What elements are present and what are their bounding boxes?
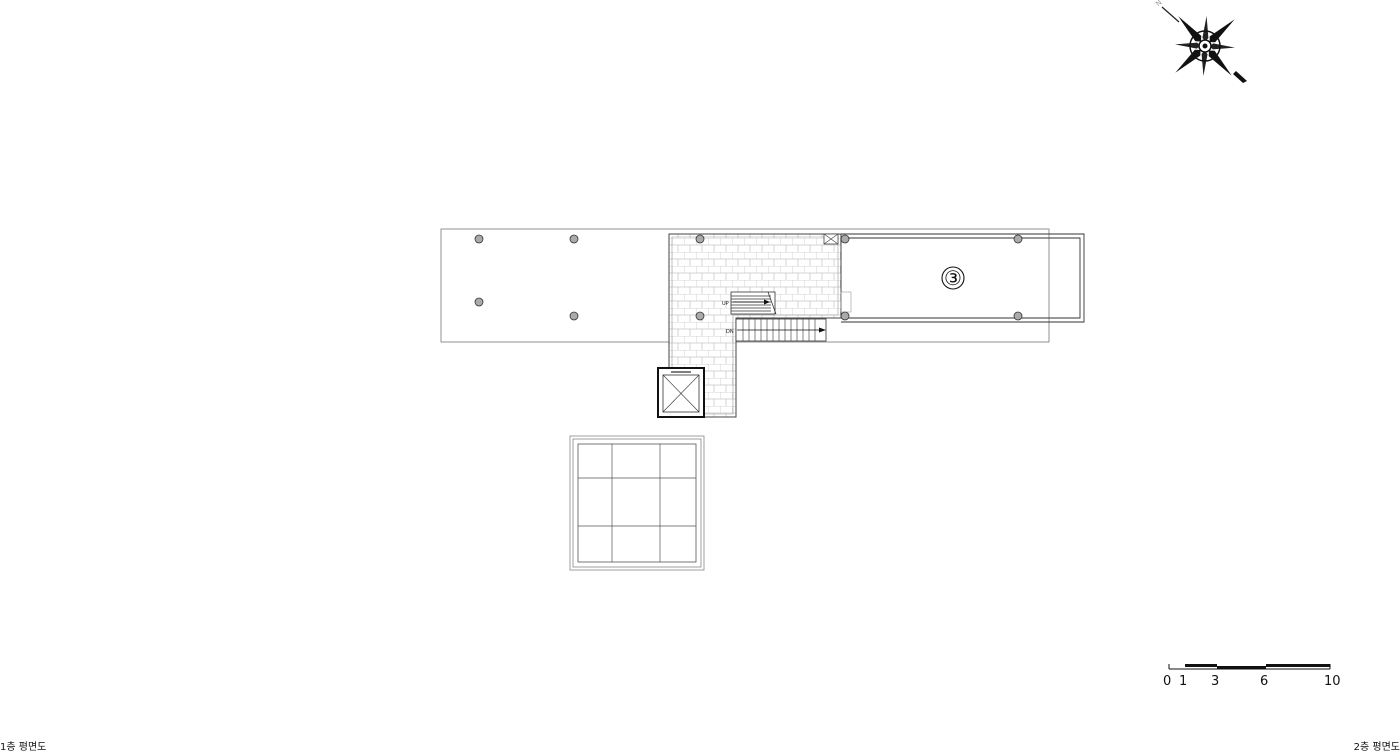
scale-tick-10: 10	[1324, 674, 1341, 689]
floor-label-2f: 2층 평면도	[1353, 742, 1400, 753]
stair-up	[730, 291, 777, 315]
column	[1013, 311, 1023, 321]
ground-floor-outline	[440, 228, 1050, 343]
room-3-outline	[841, 233, 1085, 323]
stair-down	[735, 318, 827, 342]
north-arrow-icon	[1161, 6, 1247, 83]
room-number-circle	[941, 266, 965, 290]
scale-bar	[1168, 664, 1331, 670]
scale-tick-6: 6	[1260, 674, 1269, 689]
column	[1013, 234, 1023, 244]
stair-landing-box	[840, 291, 852, 313]
elevator	[657, 367, 705, 418]
column	[840, 311, 850, 321]
column	[474, 234, 484, 244]
scale-tick-3: 3	[1211, 674, 1220, 689]
north-letter: N	[1154, 0, 1163, 8]
column	[474, 297, 484, 307]
upper-columns	[695, 234, 1023, 321]
column	[840, 234, 850, 244]
duct-box	[823, 233, 839, 245]
column	[695, 311, 705, 321]
scale-tick-1: 1	[1179, 674, 1188, 689]
ground-columns	[474, 234, 579, 321]
floor-label-1f: 1층 평면도	[0, 742, 47, 753]
room-number: ③	[944, 266, 962, 290]
column	[569, 234, 579, 244]
stair-down-label: DN	[726, 329, 734, 335]
column	[695, 234, 705, 244]
square-grid-structure	[569, 435, 705, 571]
column	[569, 311, 579, 321]
scale-tick-0: 0	[1163, 674, 1172, 689]
stair-up-label: UP	[722, 301, 729, 307]
